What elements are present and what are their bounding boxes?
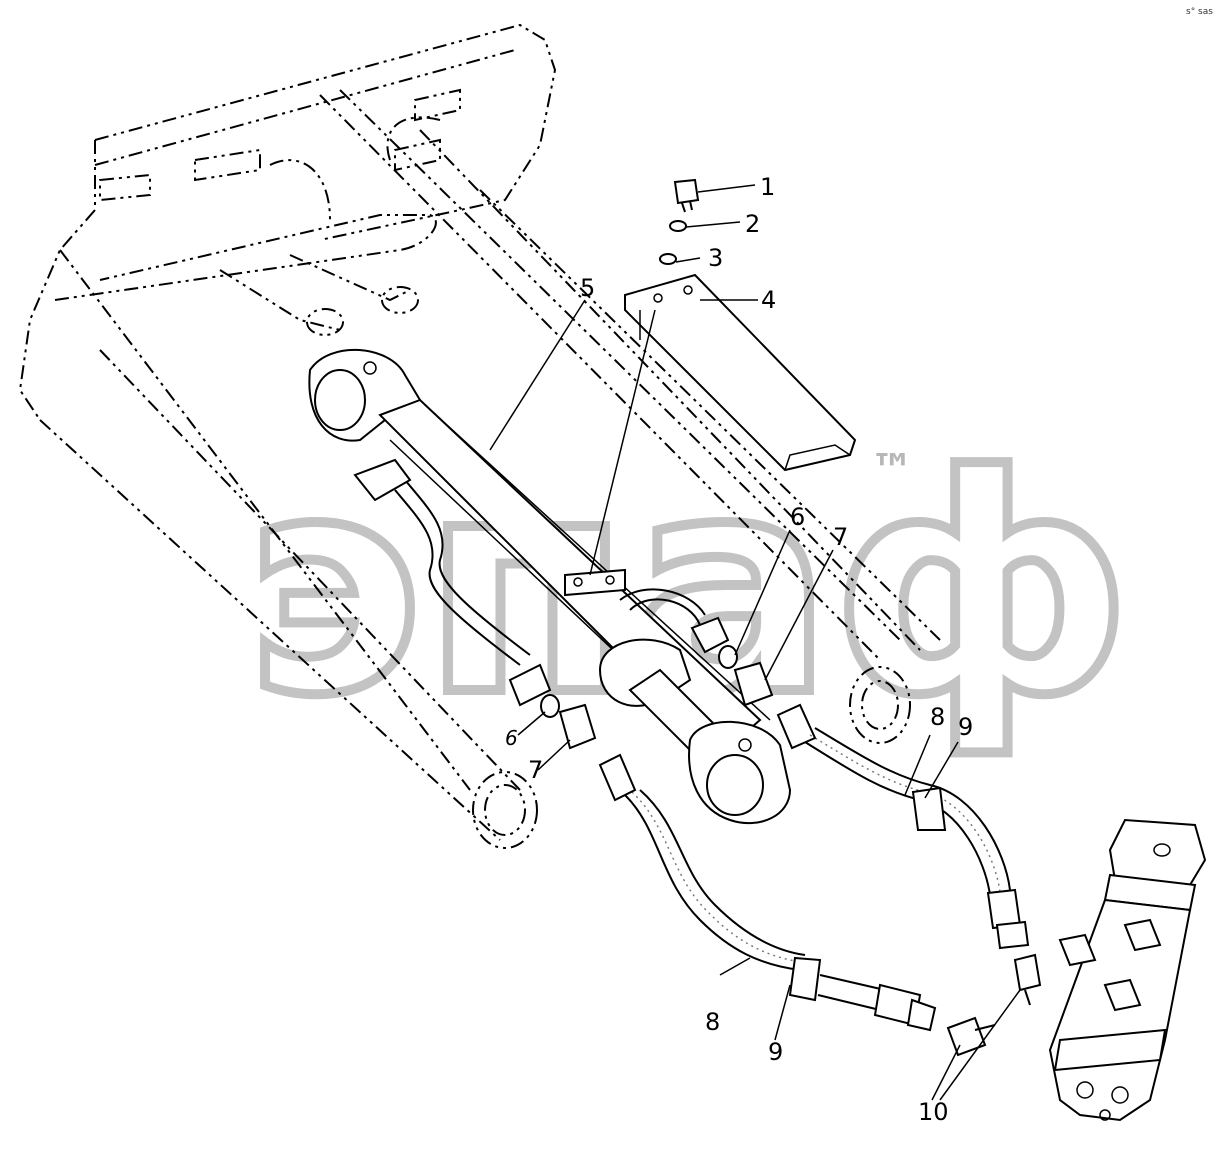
fitting-icon: [690, 616, 774, 707]
corner-mark: s° sas: [1186, 7, 1213, 17]
callout-4: 4: [761, 286, 776, 314]
washer-icon: [659, 253, 677, 265]
hose-icon: [598, 753, 937, 1032]
bolt-icon: [673, 178, 700, 213]
cylinder-icon: [308, 349, 792, 825]
callout-9-right: 9: [958, 713, 973, 741]
callout-5: 5: [580, 274, 595, 302]
callout-10: 10: [918, 1098, 949, 1126]
hose-icon: [776, 703, 1030, 950]
callout-7-left: 7: [528, 756, 543, 784]
boom-frame: [18, 23, 941, 849]
leader-lines: [489, 184, 1021, 1101]
fitting-icon: [508, 663, 597, 750]
swivel-joint-icon: [1048, 818, 1207, 1122]
fitting-icon: [946, 953, 1042, 1057]
callout-9-left: 9: [768, 1038, 783, 1066]
washer-icon: [669, 220, 687, 232]
bracket-icon: [589, 273, 857, 576]
callout-8-left: 8: [705, 1008, 720, 1036]
callout-8-right: 8: [930, 703, 945, 731]
callout-3: 3: [708, 244, 723, 272]
callout-6-left: 6: [505, 726, 518, 750]
callout-7-right: 7: [833, 523, 848, 551]
callout-2: 2: [745, 210, 760, 238]
callout-1: 1: [760, 173, 775, 201]
watermark-tm: ™: [870, 445, 914, 496]
callouts: 1 2 3 4 5 6 7 6 7 8 9 8 9 10: [505, 173, 973, 1126]
callout-6-right: 6: [790, 503, 805, 531]
